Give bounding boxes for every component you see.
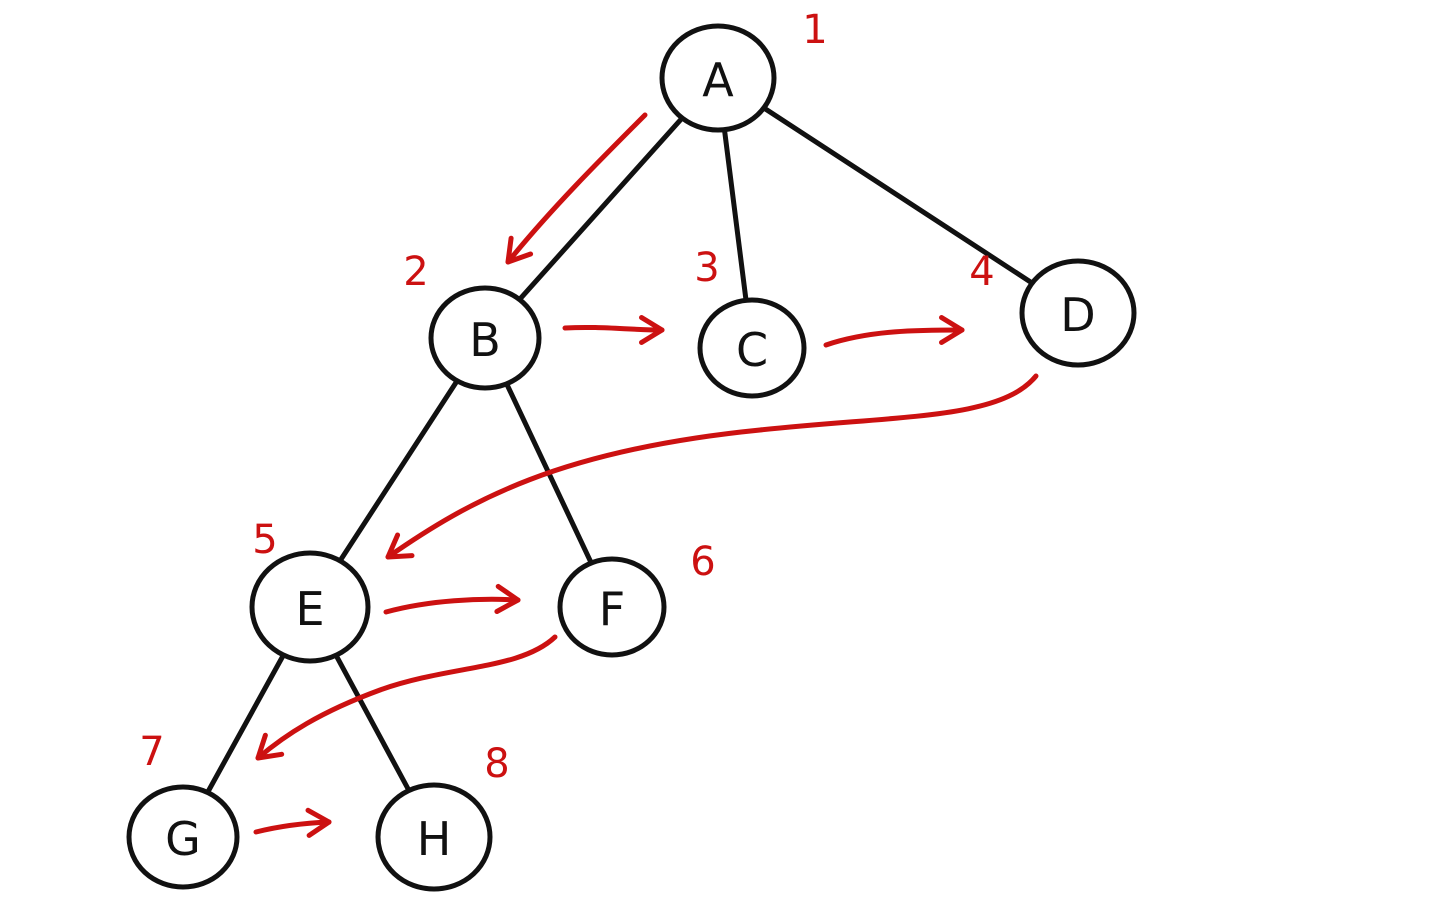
arrow-head bbox=[494, 583, 521, 614]
traversal-arrow-B-C bbox=[562, 315, 665, 345]
arrow-head bbox=[305, 807, 332, 838]
node-circle bbox=[557, 556, 667, 658]
node-B: B bbox=[428, 285, 542, 391]
visit-order-B: 2 bbox=[403, 249, 428, 295]
edge-B-E bbox=[338, 379, 460, 563]
arrow-shaft bbox=[505, 112, 648, 265]
node-label: C bbox=[736, 323, 768, 377]
visit-order-D: 4 bbox=[969, 249, 994, 295]
arrow-head bbox=[385, 532, 415, 560]
visit-order-labels: 1 2 3 4 5 6 7 8 bbox=[139, 7, 994, 787]
arrow-shaft bbox=[385, 373, 1039, 560]
arrow-shaft bbox=[255, 634, 558, 761]
node-label: F bbox=[599, 582, 625, 636]
visit-order-A: 1 bbox=[802, 7, 827, 53]
traversal-arrow-D-E bbox=[385, 373, 1039, 560]
arrow-shaft bbox=[562, 324, 665, 333]
arrow-shaft bbox=[253, 819, 332, 835]
arrow-head bbox=[639, 315, 665, 345]
visit-order-H: 8 bbox=[484, 741, 509, 787]
traversal-arrow-F-G bbox=[255, 634, 558, 761]
traversal-arrows bbox=[253, 112, 1039, 838]
edge-A-B bbox=[517, 115, 685, 302]
node-circle bbox=[249, 550, 371, 664]
tree-edges bbox=[205, 105, 1036, 794]
visit-order-E: 5 bbox=[252, 517, 277, 563]
arrow-head bbox=[505, 235, 534, 265]
node-G: G bbox=[126, 784, 240, 890]
node-F: F bbox=[557, 556, 667, 658]
node-H: H bbox=[375, 782, 493, 892]
edge-E-G bbox=[205, 653, 286, 794]
node-A: A bbox=[659, 23, 777, 133]
node-label: E bbox=[295, 582, 324, 636]
node-circle bbox=[126, 784, 240, 890]
tree-nodes: A B C D E F G H bbox=[126, 23, 1137, 892]
node-label: D bbox=[1060, 288, 1095, 342]
edge-E-H bbox=[334, 653, 411, 792]
node-circle bbox=[659, 23, 777, 133]
node-circle bbox=[1019, 258, 1137, 368]
traversal-arrow-C-D bbox=[823, 315, 965, 348]
visit-order-G: 7 bbox=[139, 729, 164, 775]
arrow-shaft bbox=[383, 596, 521, 615]
edge-A-D bbox=[760, 105, 1036, 286]
edge-A-C bbox=[722, 129, 749, 301]
node-circle bbox=[428, 285, 542, 391]
traversal-arrow-E-F bbox=[383, 583, 521, 615]
node-label: H bbox=[417, 812, 452, 866]
node-E: E bbox=[249, 550, 371, 664]
visit-order-F: 6 bbox=[690, 539, 715, 585]
visit-order-C: 3 bbox=[694, 245, 719, 291]
node-label: B bbox=[469, 313, 501, 367]
node-label: G bbox=[165, 812, 201, 866]
node-circle bbox=[697, 297, 807, 399]
arrow-head bbox=[939, 315, 965, 345]
node-C: C bbox=[697, 297, 807, 399]
arrow-shaft bbox=[823, 327, 965, 348]
node-D: D bbox=[1019, 258, 1137, 368]
node-circle bbox=[375, 782, 493, 892]
arrow-head bbox=[255, 732, 285, 761]
traversal-arrow-A-B bbox=[505, 112, 648, 265]
traversal-arrow-G-H bbox=[253, 807, 332, 838]
node-label: A bbox=[702, 53, 734, 107]
